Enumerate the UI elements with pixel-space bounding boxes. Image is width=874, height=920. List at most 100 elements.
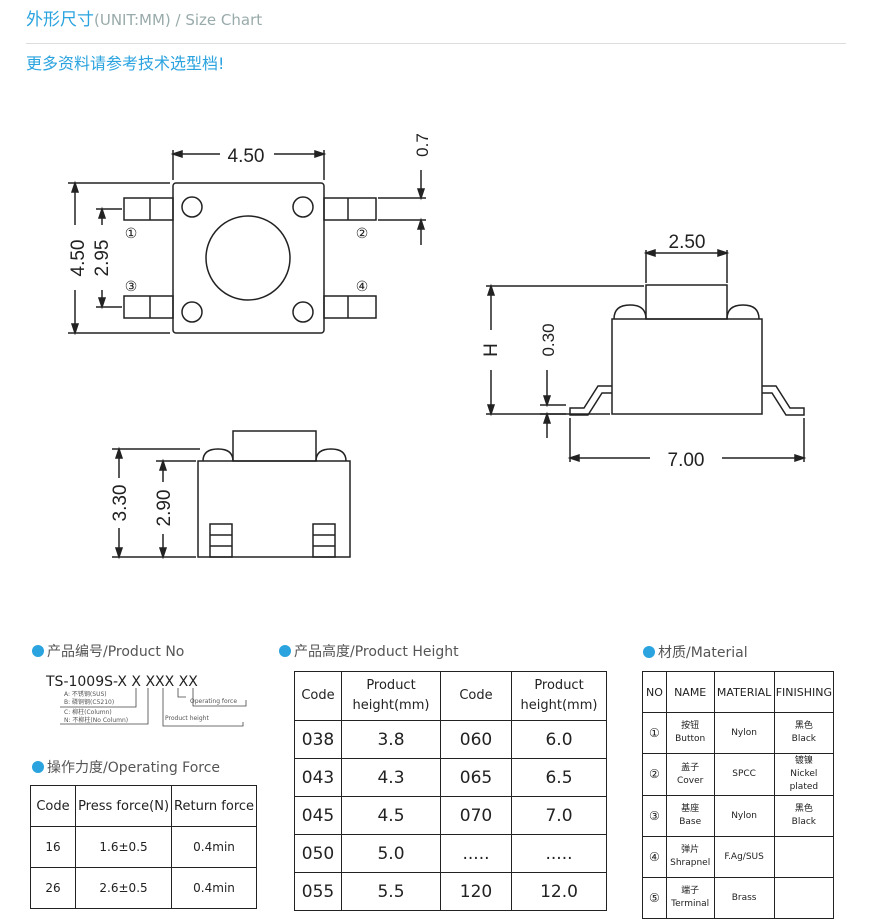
name-cn: 弹片 xyxy=(681,845,700,855)
table-header-row: Code Press force(N) Return force xyxy=(30,785,257,827)
cell: 2.6±0.5 xyxy=(74,867,173,909)
cell: 0.4min xyxy=(171,826,257,868)
material-title: 材质/Material xyxy=(658,645,748,661)
cell: 060 xyxy=(440,720,512,759)
cell: 3.8 xyxy=(341,720,441,759)
name-cn: 按钮 xyxy=(681,721,700,731)
label-product-height: Product height xyxy=(165,715,209,722)
cell: 045 xyxy=(294,796,342,835)
name-en: Shrapnel xyxy=(670,858,711,868)
col-name: NAME xyxy=(665,671,715,713)
cell: 6.0 xyxy=(511,720,607,759)
col-finishing: FINISHING xyxy=(773,671,835,713)
col-press-force: Press force(N) xyxy=(74,785,173,827)
name-en: Terminal xyxy=(671,899,710,909)
cell: 5.5 xyxy=(341,872,441,911)
fin-en: Black xyxy=(791,817,817,827)
name-cn: 基座 xyxy=(681,804,700,814)
operating-force-table: Code Press force(N) Return force 16 1.6±… xyxy=(30,785,257,909)
cell: 12.0 xyxy=(511,872,607,911)
fin-cn: 黑色 xyxy=(794,804,813,814)
table-row: ④ 弹片 Shrapnel F.Ag/SUS xyxy=(642,836,835,878)
cell: Nylon xyxy=(713,795,775,837)
dim-pin-width: 0.7 xyxy=(413,133,432,157)
product-no-title: 产品编号/Product No xyxy=(47,644,185,660)
cell: 120 xyxy=(440,872,512,911)
name-cn: 端子 xyxy=(681,886,700,896)
product-height-title: 产品高度/Product Height xyxy=(294,644,459,660)
table-row: 26 2.6±0.5 0.4min xyxy=(30,867,257,909)
name-en: Button xyxy=(675,734,706,744)
col-code: Code xyxy=(30,785,76,827)
cell: 端子 Terminal xyxy=(665,877,715,919)
cell: SPCC xyxy=(713,753,775,796)
cell: 1.6±0.5 xyxy=(74,826,173,868)
cell: Nylon xyxy=(713,712,775,754)
col-code: Code xyxy=(294,671,342,721)
pin-label-1: ① xyxy=(125,225,138,241)
cell: ④ xyxy=(642,836,667,878)
table-header-row: NO NAME MATERIAL FINISHING xyxy=(642,671,835,713)
dim-top-width: 4.50 xyxy=(228,146,265,167)
cell: 055 xyxy=(294,872,342,911)
dim-pin-span: 2.95 xyxy=(92,240,113,277)
cell: ③ xyxy=(642,795,667,837)
subtitle: 更多资料请参考技术选型档! xyxy=(26,54,225,73)
operating-force-title: 操作力度/Operating Force xyxy=(47,760,221,776)
cell: 0.4min xyxy=(171,867,257,909)
cell: 黑色 Black xyxy=(773,795,835,837)
title-cn: 外形尺寸 xyxy=(26,10,94,30)
page-title: 外形尺寸(UNIT:MM) / Size Chart xyxy=(26,5,262,30)
name-cn: 盖子 xyxy=(681,762,700,773)
cell: 4.3 xyxy=(341,758,441,797)
dim-front-body: 2.90 xyxy=(154,490,175,527)
cell: 弹片 Shrapnel xyxy=(665,836,715,878)
col-height: Product height(mm) xyxy=(341,671,441,721)
cell: 6.5 xyxy=(511,758,607,797)
cell: 043 xyxy=(294,758,342,797)
section-product-no: 产品编号/Product No xyxy=(32,641,184,661)
legend-n: N: 不柳柱(No Column) xyxy=(64,717,129,724)
cell xyxy=(773,877,835,919)
section-product-height: 产品高度/Product Height xyxy=(279,641,459,661)
fin-en: Nickel plated xyxy=(789,769,819,792)
cell: 050 xyxy=(294,834,342,873)
product-height-table: Code Product height(mm) Code Product hei… xyxy=(294,671,607,911)
product-legend: A: 不锈钢(SUS) B: 磷铜钢(C5210) C: 柳柱(Column) … xyxy=(64,691,128,725)
col-material: MATERIAL xyxy=(713,671,775,713)
pin-label-2: ② xyxy=(356,225,369,241)
side-view xyxy=(486,248,807,463)
section-material: 材质/Material xyxy=(643,642,748,662)
cell: 065 xyxy=(440,758,512,797)
cell: 5.0 xyxy=(341,834,441,873)
section-operating-force: 操作力度/Operating Force xyxy=(32,757,220,777)
cell: ..... xyxy=(440,834,512,873)
cell: ② xyxy=(642,753,667,796)
cell: ⑤ xyxy=(642,877,667,919)
dim-height-h: H xyxy=(481,343,502,357)
technical-drawing: 4.50 4.50 2.95 0.7 ① ② ③ ④ 2.50 H 0.30 7… xyxy=(68,133,807,560)
label-operating-force: Operating force xyxy=(190,698,238,705)
dim-base-thickness: 0.30 xyxy=(539,323,558,356)
dim-front-total: 3.30 xyxy=(110,485,131,522)
top-view xyxy=(68,149,426,336)
table-header-row: Code Product height(mm) Code Product hei… xyxy=(294,671,607,721)
dim-top-height: 4.50 xyxy=(68,240,89,277)
front-view xyxy=(112,430,351,560)
cell: 16 xyxy=(30,826,76,868)
bullet-icon xyxy=(643,646,655,658)
legend-a: A: 不锈钢(SUS) xyxy=(64,691,107,698)
cell: F.Ag/SUS xyxy=(713,836,775,878)
cell: 26 xyxy=(30,867,76,909)
